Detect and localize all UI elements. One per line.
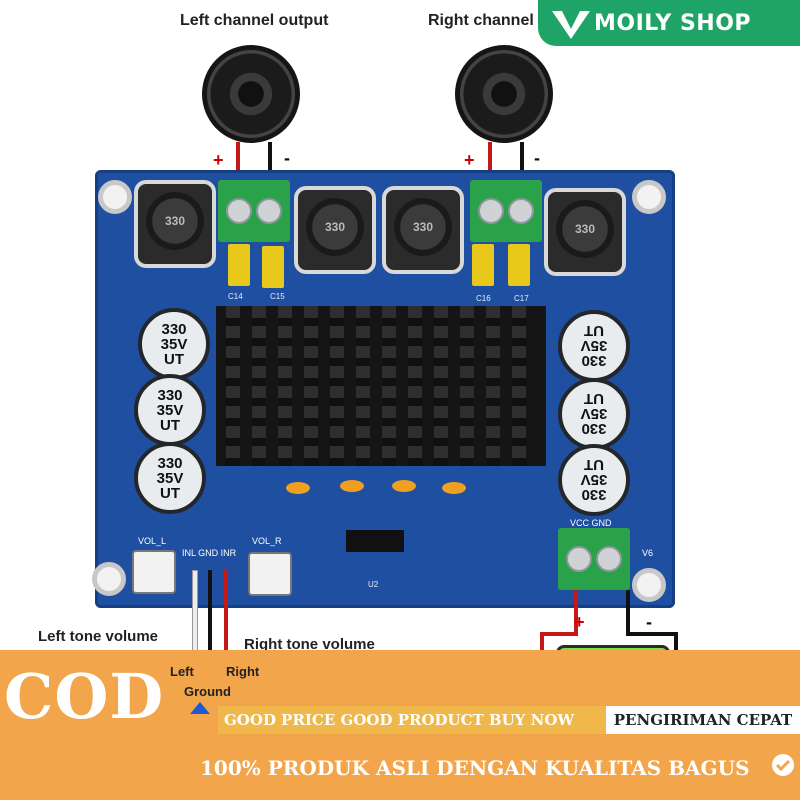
mount-hole: [632, 568, 666, 602]
power-plus-sign: +: [574, 612, 585, 632]
power-positive-wire: [540, 632, 578, 636]
promo-authentic: 100% PRODUK ASLI DENGAN KUALITAS BAGUS: [200, 756, 750, 780]
film-capacitor: [472, 244, 494, 286]
c17-label: C17: [514, 294, 529, 303]
inductor: 330: [138, 184, 212, 264]
smd-component: [392, 480, 416, 492]
left-plus-sign: +: [213, 150, 224, 170]
smd-component: [442, 482, 466, 494]
left-channel-output-label: Left channel output: [180, 12, 329, 29]
c16-label: C16: [476, 294, 491, 303]
ground-input-wire: [208, 570, 212, 654]
smd-component: [286, 482, 310, 494]
right-negative-wire: [520, 142, 524, 182]
smd-component: [340, 480, 364, 492]
vol-r-label: VOL_R: [252, 536, 282, 546]
arrow-up-icon: [190, 702, 210, 714]
film-capacitor: [508, 244, 530, 286]
left-input-wire: [192, 570, 198, 656]
left-negative-wire: [268, 142, 272, 182]
inductor: 330: [548, 192, 622, 272]
mount-hole: [98, 180, 132, 214]
inductor: 330: [298, 190, 372, 270]
shop-name: MOILY SHOP: [594, 10, 752, 36]
badge-icon: [772, 754, 794, 776]
shop-logo-icon: [552, 11, 590, 39]
power-negative-wire: [626, 632, 678, 636]
right-input-wire: [224, 570, 228, 654]
v6-label: V6: [642, 548, 654, 558]
right-minus-sign: -: [534, 148, 540, 168]
u2-label: U2: [368, 580, 379, 589]
right-positive-wire: [488, 142, 492, 182]
left-positive-wire: [236, 142, 240, 182]
promo-good-price: GOOD PRICE GOOD PRODUCT BUY NOW: [218, 706, 606, 734]
input-pins-label: INL GND INR: [182, 548, 237, 558]
right-plus-sign: +: [464, 150, 475, 170]
c14-label: C14: [228, 292, 243, 301]
vol-l-label: VOL_L: [138, 536, 167, 546]
right-wire-label: Right: [226, 664, 260, 679]
left-volume-knob[interactable]: [132, 550, 176, 594]
heatsink: [216, 306, 546, 466]
left-tone-volume-label: Left tone volume: [38, 628, 159, 645]
left-output-terminal: [218, 180, 290, 242]
left-minus-sign: -: [284, 148, 290, 168]
mount-hole: [632, 180, 666, 214]
right-speaker-icon: [455, 45, 553, 143]
mount-hole: [92, 562, 126, 596]
shop-banner: MOILY SHOP: [538, 0, 800, 46]
power-terminal: [558, 528, 630, 590]
ground-label: Ground: [184, 684, 231, 699]
power-pins-label: VCC GND: [570, 518, 612, 528]
right-channel-label: Right channel: [428, 12, 534, 29]
film-capacitor: [228, 244, 250, 286]
right-tone-volume-label: Right tone volume: [244, 636, 375, 653]
power-positive-wire: [574, 590, 578, 634]
power-minus-sign: -: [646, 612, 652, 632]
left-speaker-icon: [202, 45, 300, 143]
promo-fast-shipping: PENGIRIMAN CEPAT: [606, 706, 800, 734]
inductor: 330: [386, 190, 460, 270]
right-output-terminal: [470, 180, 542, 242]
right-volume-knob[interactable]: [248, 552, 292, 596]
power-negative-wire: [626, 590, 630, 634]
film-capacitor: [262, 246, 284, 288]
ic-chip: [346, 530, 404, 552]
cod-label: COD: [4, 660, 165, 733]
c15-label: C15: [270, 292, 285, 301]
left-wire-label: Left: [170, 664, 194, 679]
